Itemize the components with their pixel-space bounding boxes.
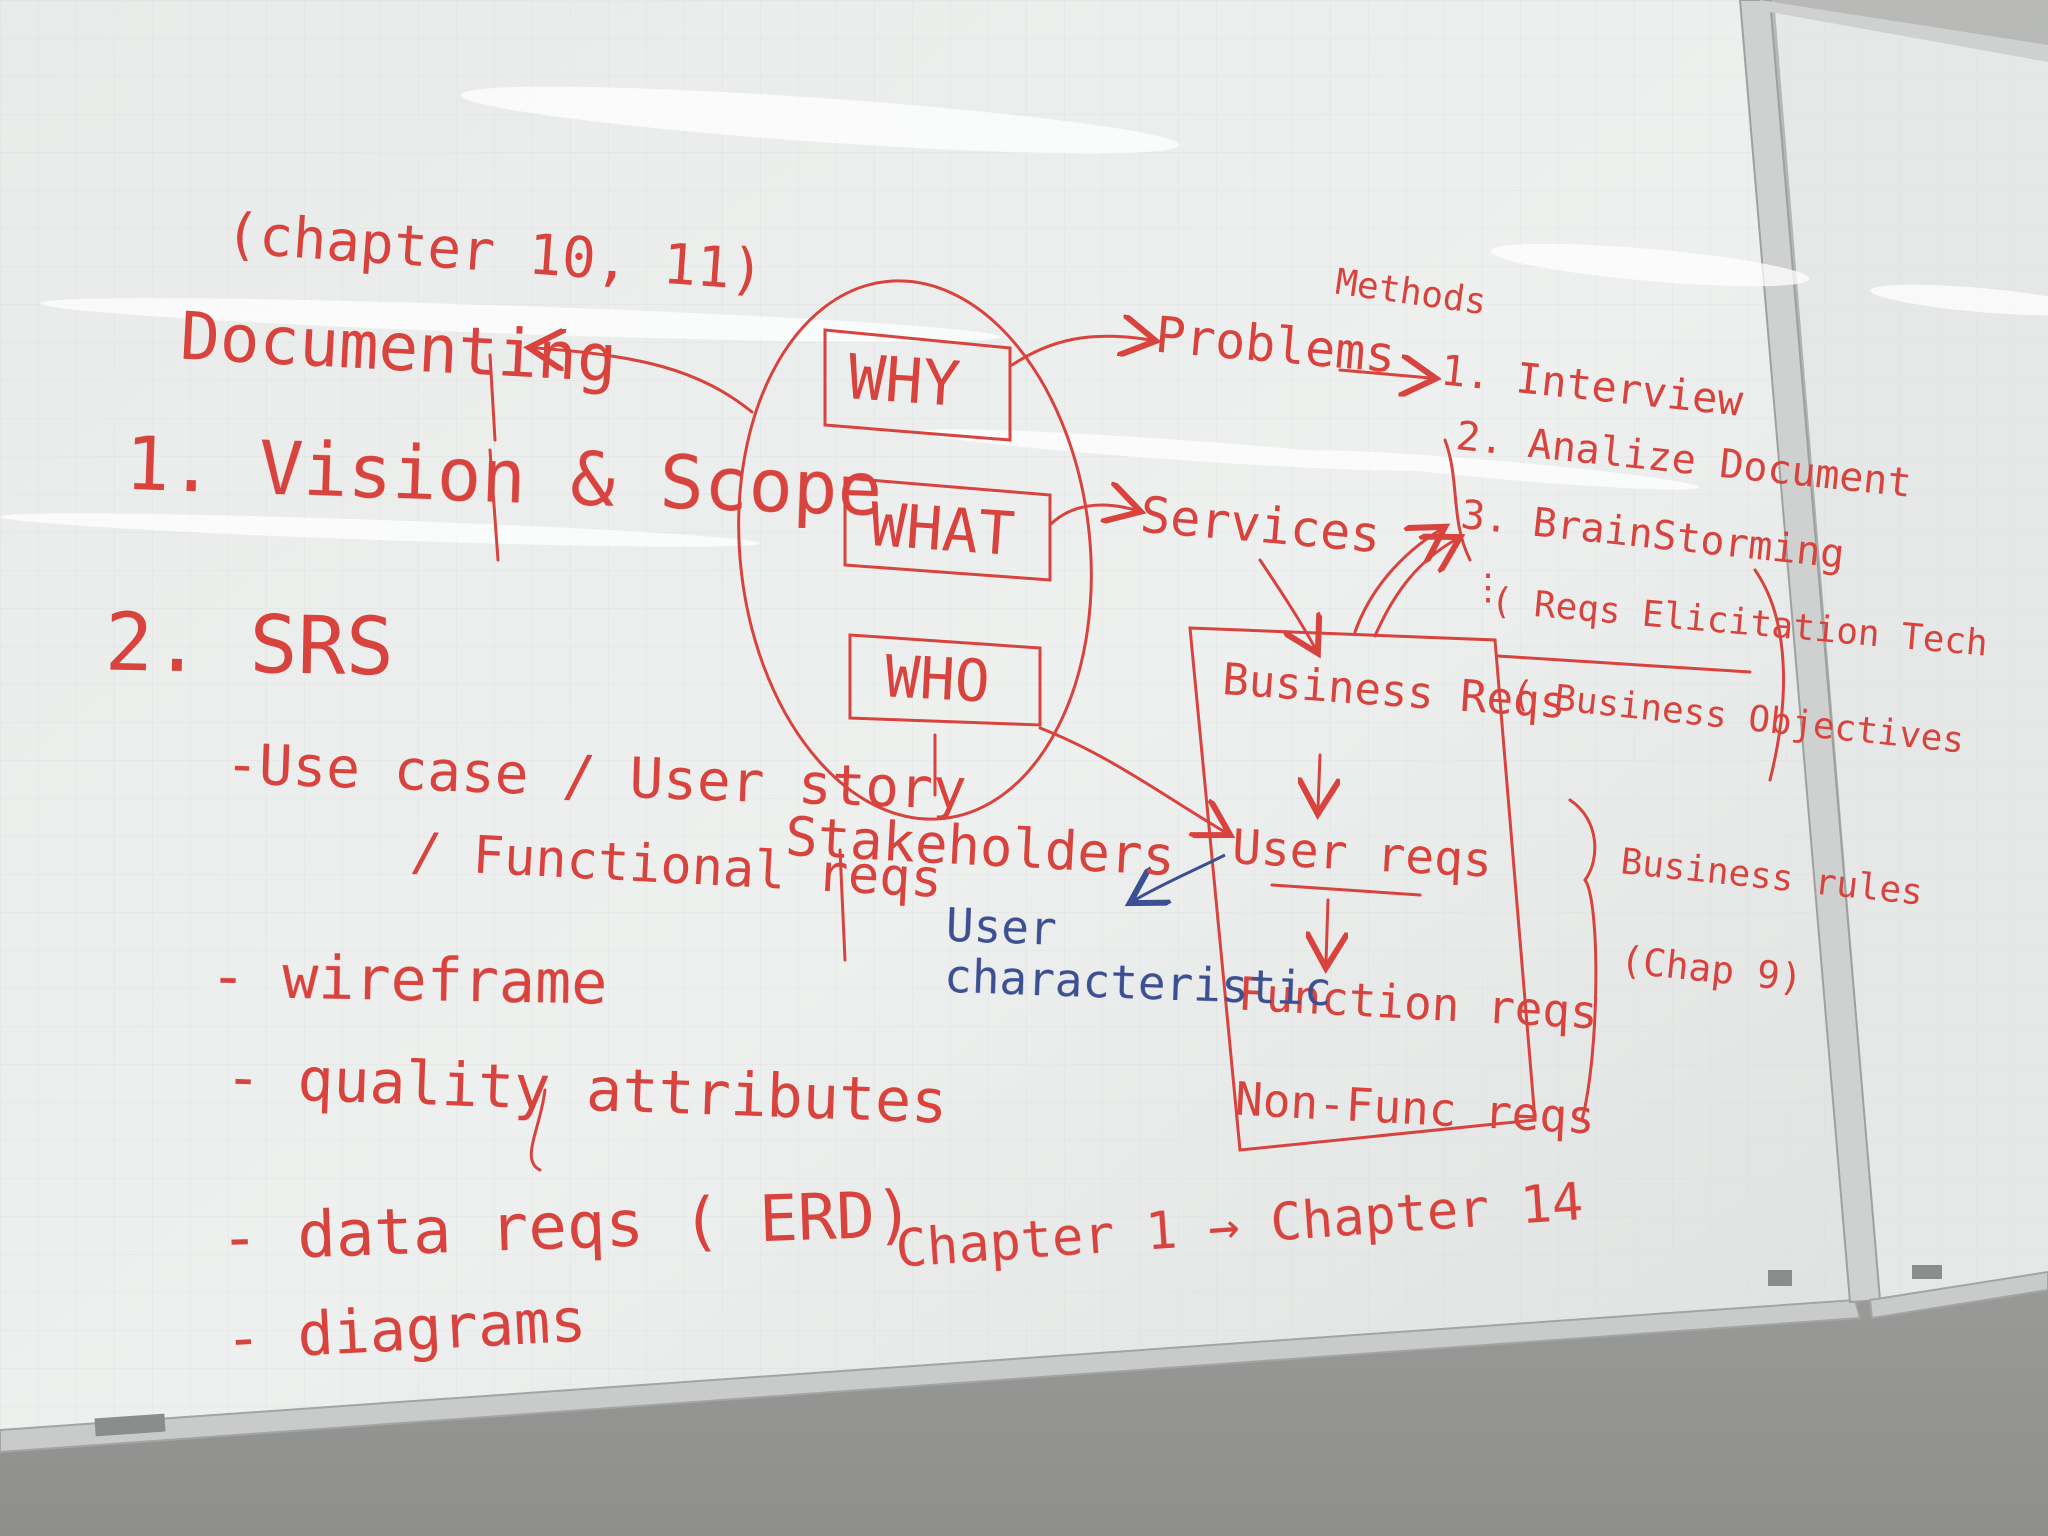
user-reqs-label: User reqs: [1230, 819, 1494, 889]
srs-item: 2. SRS: [104, 595, 395, 694]
arrow-why-problems: [1010, 336, 1150, 367]
arrow-services-business: [1258, 558, 1315, 648]
user-characteristic-label: User characteristic: [943, 897, 1333, 1017]
reqs-box: [1188, 626, 1537, 1152]
why-box: [823, 328, 1012, 442]
who-label: WHO: [883, 642, 992, 716]
what-box: [843, 476, 1052, 582]
what-label: WHAT: [867, 490, 1017, 570]
wireframe-item: - wireframe: [209, 941, 608, 1019]
who-box: [848, 633, 1042, 727]
arrow-problems-methods: [1338, 370, 1430, 378]
arrow-user-characteristic: [1135, 853, 1226, 900]
diagrams-item: - diagrams: [223, 1285, 588, 1375]
arrow-who-userreqs: [1038, 726, 1225, 832]
arrow-what-services: [1048, 505, 1135, 527]
marker-tray: [0, 1298, 1862, 1454]
why-what-who-oval: [737, 279, 1093, 821]
method-ellipsis: ⋮: [1470, 567, 1506, 608]
arrow-to-documenting: [535, 348, 754, 414]
why-label: WHY: [845, 340, 963, 421]
